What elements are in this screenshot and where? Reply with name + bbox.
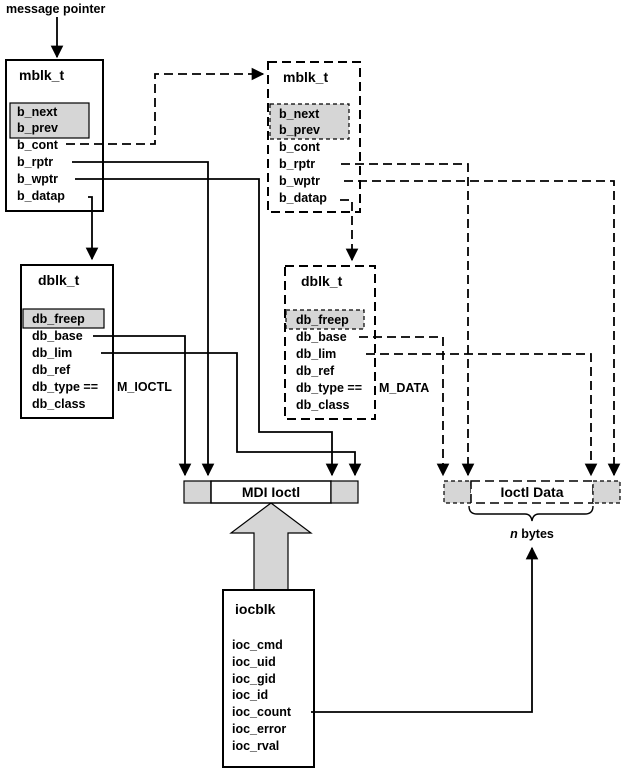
dblk-2-field-db-base: db_base (296, 330, 347, 344)
iocblk-field-ioc-cmd: ioc_cmd (232, 638, 283, 652)
dblk-2-field-db-ref: db_ref (296, 364, 335, 378)
dblk-2-type-value: M_DATA (379, 381, 429, 395)
dblk-1-field-db-type: db_type == (32, 380, 98, 394)
mdi-ioctl-buffer: MDI Ioctl (183, 480, 359, 504)
b-cont-link (66, 67, 265, 145)
iocblk-title: iocblk (235, 601, 276, 617)
dblk-1-field-db-ref: db_ref (32, 363, 71, 377)
dblk-2-field-db-type: db_type == (296, 381, 362, 395)
ioc-count-link (311, 546, 539, 713)
mblk-2: mblk_t b_next b_prev b_cont b_rptr b_wpt… (267, 61, 361, 213)
dblk-1-field-db-freep: db_freep (32, 312, 85, 326)
b-wptr-link-1 (75, 178, 339, 477)
ioctl-data-label: Ioctl Data (500, 484, 563, 500)
mblk-2-field-b-cont: b_cont (279, 140, 321, 154)
mblk-1-field-b-prev: b_prev (17, 121, 58, 135)
mdi-ioctl-label: MDI Ioctl (242, 484, 300, 500)
mblk-1-title: mblk_t (19, 67, 64, 83)
mblk-1-field-b-datap: b_datap (17, 189, 65, 203)
db-lim-link-1 (101, 352, 362, 477)
dblk-1-field-db-lim: db_lim (32, 346, 72, 360)
iocblk: iocblk ioc_cmd ioc_uid ioc_gid ioc_id io… (222, 589, 315, 768)
dblk-2-field-db-lim: db_lim (296, 347, 336, 361)
db-base-link-1 (93, 335, 192, 477)
b-wptr-link-2 (344, 180, 621, 477)
iocblk-field-ioc-count: ioc_count (232, 705, 292, 719)
mblk-2-field-b-next: b_next (279, 107, 320, 121)
dblk-2-field-db-class: db_class (296, 398, 350, 412)
dblk-1-field-db-class: db_class (32, 397, 86, 411)
dblk-2-field-db-freep: db_freep (296, 313, 349, 327)
ioctl-data-buffer: Ioctl Data (443, 480, 621, 504)
dblk-1-type-value: M_IOCTL (117, 380, 172, 394)
mblk-1-shaded-area (9, 102, 90, 139)
iocblk-field-ioc-error: ioc_error (232, 722, 286, 736)
dblk-2-title: dblk_t (301, 273, 343, 289)
dblk-1-field-db-base: db_base (32, 329, 83, 343)
message-pointer-label: message pointer (6, 2, 105, 16)
iocblk-field-ioc-gid: ioc_gid (232, 672, 276, 686)
db-lim-link-2 (366, 353, 598, 477)
mblk-1-field-b-next: b_next (17, 105, 58, 119)
n-bytes-label: n bytes (510, 527, 554, 541)
dblk-1: dblk_t db_freep db_base db_lim db_ref db… (20, 264, 172, 419)
b-datap-link-2 (340, 199, 359, 262)
iocblk-to-mdi-arrow (229, 502, 313, 593)
mblk-2-title: mblk_t (283, 69, 328, 85)
b-datap-link-1 (85, 196, 99, 261)
mblk-1-field-b-rptr: b_rptr (17, 155, 53, 169)
b-rptr-link-2 (341, 163, 475, 477)
mblk-2-shaded-area (269, 103, 350, 140)
mblk-2-field-b-datap: b_datap (279, 191, 327, 205)
iocblk-field-ioc-rval: ioc_rval (232, 739, 279, 753)
mblk-2-field-b-rptr: b_rptr (279, 157, 315, 171)
mblk-2-field-b-prev: b_prev (279, 123, 320, 137)
mblk-1-field-b-cont: b_cont (17, 138, 59, 152)
b-rptr-link-1 (72, 161, 215, 477)
dblk-2-shaded-area (285, 309, 365, 330)
dblk-1-shaded-area (22, 308, 105, 329)
iocblk-field-ioc-uid: ioc_uid (232, 655, 276, 669)
n-bytes-brace (468, 505, 594, 522)
db-base-link-2 (359, 336, 450, 477)
mblk-2-field-b-wptr: b_wptr (279, 174, 320, 188)
mblk-1: mblk_t b_next b_prev b_cont b_rptr b_wpt… (5, 59, 104, 212)
iocblk-field-ioc-id: ioc_id (232, 688, 268, 702)
mblk-1-field-b-wptr: b_wptr (17, 172, 58, 186)
dblk-2: dblk_t db_freep db_base db_lim db_ref db… (284, 265, 429, 420)
dblk-1-title: dblk_t (38, 272, 80, 288)
